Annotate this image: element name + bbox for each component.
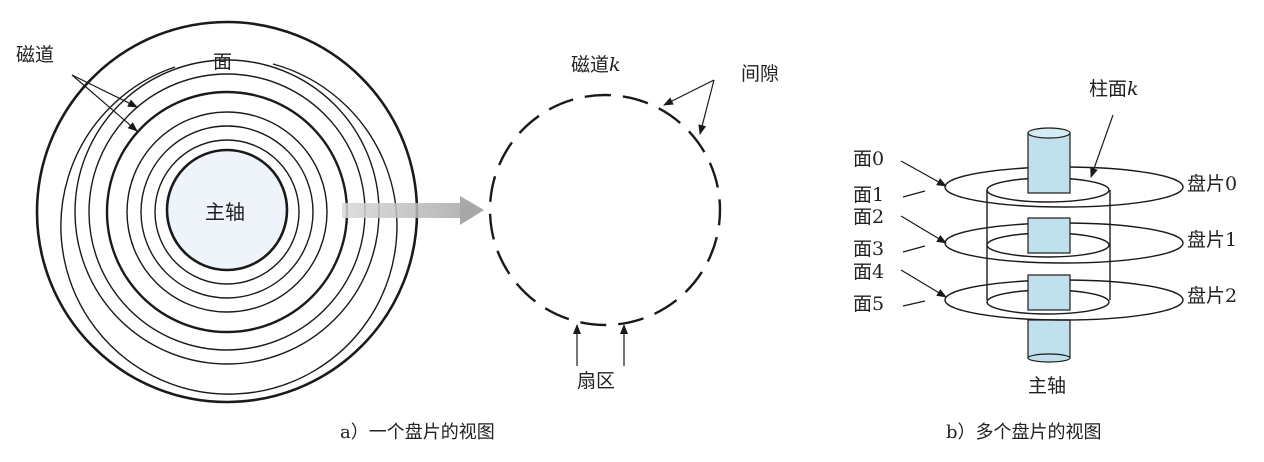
platter-0-label: 盘片0 [1187, 173, 1238, 195]
surface-0-label: 面0 [853, 148, 885, 170]
caption-a: a）一个盘片的视图 [340, 422, 495, 443]
surface-4-label: 面4 [853, 261, 885, 283]
surface4-arrow [900, 269, 947, 298]
platter-2-label: 盘片2 [1187, 285, 1238, 307]
track-arrow-2 [71, 74, 138, 132]
gap-label: 间隙 [741, 63, 780, 85]
multi-platter-view [900, 114, 1184, 363]
track-label: 磁道 [16, 44, 55, 66]
zoom-arrow [342, 196, 484, 225]
gap-arrow-2 [698, 79, 715, 135]
cylinder-k-label: 柱面k [1089, 80, 1139, 99]
surface2-arrow [900, 215, 947, 244]
platter-1-label: 盘片1 [1187, 229, 1238, 251]
surface-1-label: 面1 [853, 184, 885, 206]
surface0-arrow [900, 160, 947, 187]
spindle-label-a: 主轴 [205, 200, 245, 224]
track-k-var: k [609, 54, 621, 76]
cylinder-arrow [1090, 114, 1114, 178]
caption-b: b）多个盘片的视图 [946, 422, 1102, 443]
track-k-label: 磁道k [571, 56, 621, 75]
surface-label: 面 [213, 51, 233, 73]
track-k-prefix: 磁道 [571, 54, 610, 76]
surface-2-label: 面2 [853, 206, 885, 228]
cylinder-prefix: 柱面 [1089, 78, 1128, 100]
spindle-label-b: 主轴 [1028, 375, 1067, 397]
track-arrow-1 [71, 74, 138, 108]
surface-3-label: 面3 [853, 238, 885, 260]
surface-5-label: 面5 [853, 293, 885, 315]
gap-arrow-1 [663, 79, 715, 106]
sector-label: 扇区 [577, 370, 616, 392]
cylinder-var: k [1127, 78, 1139, 100]
track-k-dashed [488, 79, 722, 366]
spindle-hub [165, 148, 289, 272]
